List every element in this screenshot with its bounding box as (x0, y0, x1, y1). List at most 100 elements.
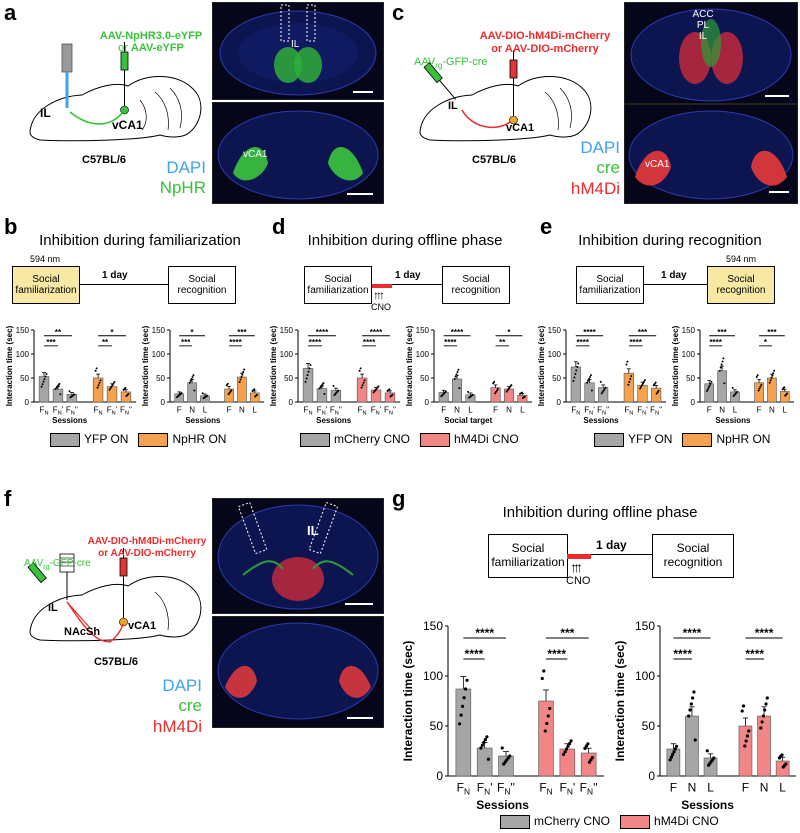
significance-label: **** (709, 338, 722, 347)
bar (316, 388, 328, 403)
data-point (360, 386, 363, 389)
data-point (110, 385, 113, 388)
data-point (743, 744, 747, 748)
bar (717, 370, 727, 403)
data-point (479, 746, 483, 750)
panel-f-schematic (27, 548, 202, 643)
data-point (463, 687, 468, 691)
data-point (723, 382, 726, 385)
significance-label: * (110, 328, 114, 337)
panel-f-virus1: AAV-DIO-hM4Di-mCherry (87, 536, 207, 547)
data-point (305, 377, 308, 380)
data-point (586, 381, 589, 384)
data-point (458, 387, 461, 390)
data-point (239, 378, 242, 381)
x-tick-label: N (769, 405, 775, 414)
legend-item: hM4Di CNO (420, 432, 519, 447)
significance-label: ** (499, 338, 506, 347)
bar (187, 382, 197, 403)
data-point (226, 382, 229, 385)
data-point (731, 386, 734, 389)
x-axis-label: Social target (444, 416, 492, 425)
panel-c-micro-vca1: vCA1 (645, 159, 670, 170)
data-point (485, 735, 489, 739)
data-point (654, 381, 657, 384)
data-point (180, 392, 183, 395)
data-point (627, 383, 630, 386)
data-point (361, 384, 364, 387)
legend-item: YFP ON (50, 432, 128, 447)
panel-a-micro-label-il: IL (291, 39, 300, 50)
legend-label: mCherry CNO (534, 814, 611, 828)
panel-f-retro-sub: rg (43, 564, 50, 571)
data-point (113, 381, 116, 384)
x-tick-label: F (227, 405, 232, 414)
panel-b-gap: 1 day (102, 270, 128, 281)
data-point (543, 729, 547, 733)
panel-a-micrograph-vca1-image (217, 110, 379, 200)
data-point (377, 385, 380, 388)
x-tick-label: FN' (371, 405, 382, 416)
panel-f-micrograph-nacsh-image (217, 501, 379, 610)
data-point (363, 379, 366, 382)
legend-label: NpHR ON (716, 432, 771, 446)
significance-label: **** (745, 647, 764, 661)
data-point (584, 744, 589, 748)
data-point (759, 385, 762, 388)
x-tick-label: FN'' (580, 781, 598, 797)
data-point (253, 388, 256, 391)
x-tick-label: FN'' (66, 405, 78, 416)
scale-bar (347, 717, 373, 719)
x-tick-label: N (688, 781, 697, 795)
y-tick-label: 0 (289, 398, 294, 407)
data-point (562, 752, 566, 756)
x-axis-label: Sessions (715, 416, 751, 425)
data-point (669, 755, 674, 759)
x-tick-label: L (707, 781, 714, 795)
y-tick-label: 50 (420, 374, 429, 383)
data-point (761, 714, 765, 718)
significance-label: **** (673, 647, 692, 661)
y-tick-label: 100 (682, 350, 696, 359)
bar (455, 688, 472, 777)
data-point (691, 696, 695, 700)
x-tick-label: FN (358, 405, 367, 416)
data-point (768, 381, 771, 384)
panel-a-legend-dapi: DAPI (166, 158, 206, 177)
panel-b-flow-line (79, 284, 168, 285)
significance-label: * (507, 328, 511, 337)
data-point (575, 369, 578, 372)
legend-label: NpHR ON (172, 432, 227, 446)
bar (559, 748, 576, 777)
x-tick-label: FN' (317, 405, 328, 416)
legend-item: mCherry CNO (500, 814, 610, 829)
data-point (569, 739, 573, 743)
data-point (759, 726, 763, 730)
y-tick-label: 150 (635, 619, 655, 633)
y-axis-label: Interaction time (sec) (401, 641, 415, 762)
data-point (600, 392, 603, 395)
bar (538, 700, 554, 777)
y-axis-label: Interaction time (sec) (269, 325, 278, 406)
data-point (42, 380, 45, 383)
data-point (689, 702, 693, 706)
data-point (763, 708, 767, 712)
data-point (576, 365, 579, 368)
panel-c-legend-dapi: DAPI (580, 138, 620, 157)
data-point (241, 373, 244, 376)
x-tick-label: FN (94, 405, 103, 416)
panel-d-box-recognition: Social recognition (442, 266, 510, 304)
data-point (707, 386, 710, 389)
data-point (692, 690, 696, 694)
panel-c-micrograph-pfc-image (630, 8, 792, 102)
data-point (94, 369, 97, 372)
bar (330, 390, 342, 403)
legend-swatch-pink (620, 814, 651, 829)
panel-e-gap: 1 day (661, 270, 687, 281)
significance-label: **** (475, 626, 494, 640)
panel-label-d: d (272, 214, 286, 239)
data-point (388, 388, 391, 391)
y-tick-label: 100 (416, 350, 430, 359)
x-tick-label: N (454, 405, 460, 414)
panel-a-micrograph-il-image (219, 4, 377, 96)
